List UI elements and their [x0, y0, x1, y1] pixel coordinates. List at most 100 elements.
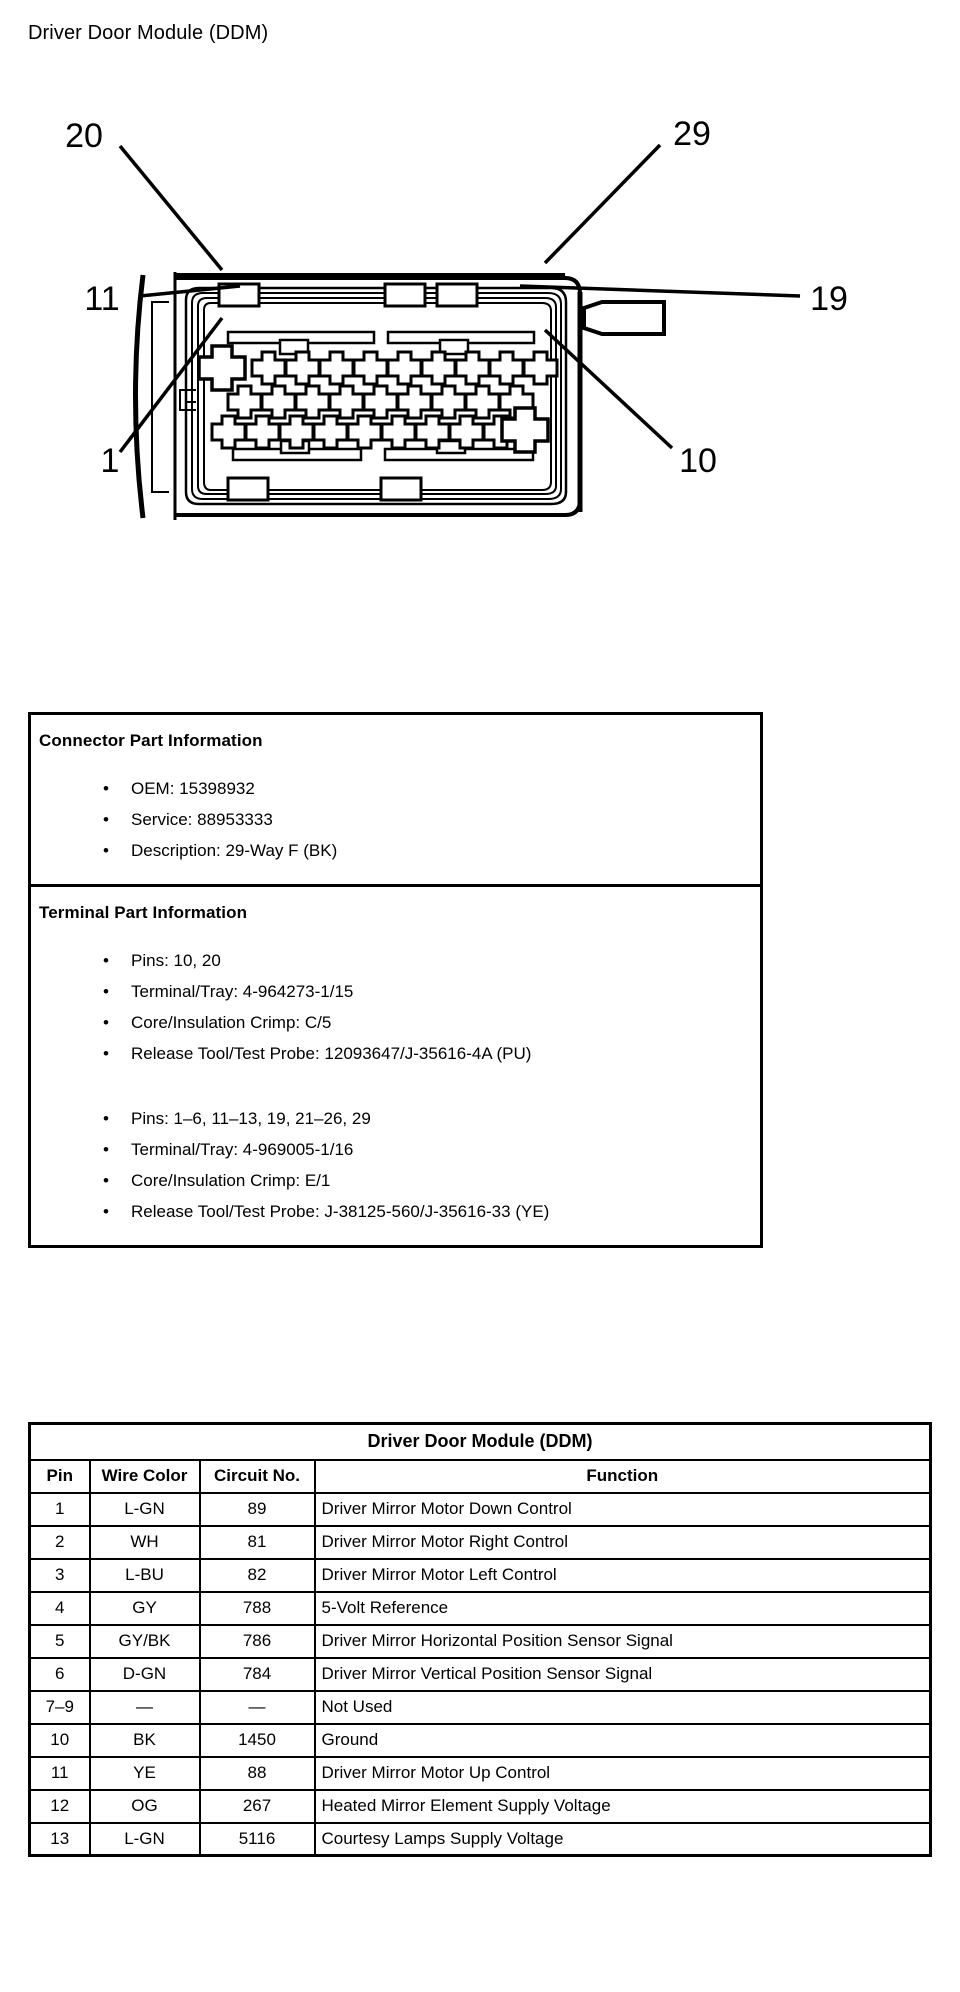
col-header-wire-color: Wire Color — [88, 1458, 201, 1494]
table-header-row: Pin Wire Color Circuit No. Function — [28, 1458, 932, 1494]
connector-part-information-list: • OEM: 15398932 • Service: 88953333 • De… — [31, 773, 760, 866]
table-row: 7–9 — — Not Used — [28, 1689, 932, 1725]
connector-oem: OEM: 15398932 — [131, 779, 255, 798]
cell-circuit-no: 88 — [198, 1755, 316, 1791]
cavity-pin-10 — [500, 406, 550, 454]
part-information-box: Connector Part Information • OEM: 153989… — [28, 712, 763, 1248]
cell-circuit-no: 786 — [198, 1623, 316, 1659]
list-item: • Terminal/Tray: 4-964273-1/15 — [31, 976, 760, 1007]
cell-function: Driver Mirror Motor Right Control — [313, 1524, 932, 1560]
callout-29: 29 — [673, 115, 711, 153]
cell-function: Not Used — [313, 1689, 932, 1725]
bullet-icon: • — [103, 1140, 109, 1159]
bullet-icon: • — [103, 779, 109, 798]
table-row: 3 L-BU 82 Driver Mirror Motor Left Contr… — [28, 1557, 932, 1593]
cell-pin: 6 — [28, 1656, 91, 1692]
callout-20: 20 — [65, 117, 103, 155]
top-locking-tabs — [217, 282, 479, 308]
list-item: • Description: 29-Way F (BK) — [31, 835, 760, 866]
cell-pin: 12 — [28, 1788, 91, 1824]
terminal-g1-release-tool: Release Tool/Test Probe: 12093647/J-3561… — [131, 1044, 532, 1063]
terminal-part-information-heading: Terminal Part Information — [39, 903, 248, 922]
col-header-pin: Pin — [28, 1458, 91, 1494]
callout-1: 1 — [101, 442, 120, 480]
list-item: • Terminal/Tray: 4-969005-1/16 — [31, 1134, 760, 1165]
cell-function: 5-Volt Reference — [313, 1590, 932, 1626]
cell-wire-color: — — [88, 1689, 201, 1725]
connector-part-information-heading: Connector Part Information — [39, 731, 263, 750]
connector-shell — [133, 272, 583, 520]
callout-leader-lines — [118, 143, 801, 454]
cell-function: Driver Mirror Vertical Position Sensor S… — [313, 1656, 932, 1692]
table-row: 5 GY/BK 786 Driver Mirror Horizontal Pos… — [28, 1623, 932, 1659]
bullet-icon: • — [103, 1171, 109, 1190]
cell-pin: 10 — [28, 1722, 91, 1758]
cell-function: Driver Mirror Motor Up Control — [313, 1755, 932, 1791]
cell-wire-color: L-GN — [88, 1491, 201, 1527]
connector-diagram-svg: 20 29 11 19 1 10 — [65, 115, 848, 520]
pin-table: Driver Door Module (DDM) Pin Wire Color … — [28, 1422, 932, 1857]
list-item: • OEM: 15398932 — [31, 773, 760, 804]
bullet-icon: • — [103, 982, 109, 1001]
latch-arm — [582, 300, 666, 336]
bullet-icon: • — [103, 1044, 109, 1063]
terminal-g1-pins: Pins: 10, 20 — [131, 951, 221, 970]
terminal-group-one-list: • Pins: 10, 20 • Terminal/Tray: 4-964273… — [31, 945, 760, 1069]
terminal-g2-tray: Terminal/Tray: 4-969005-1/16 — [131, 1140, 354, 1159]
cell-wire-color: L-GN — [88, 1821, 201, 1857]
bullet-icon: • — [103, 1202, 109, 1221]
list-item: • Release Tool/Test Probe: 12093647/J-35… — [31, 1038, 760, 1069]
cell-circuit-no: — — [198, 1689, 316, 1725]
cell-function: Driver Mirror Motor Left Control — [313, 1557, 932, 1593]
table-title-row: Driver Door Module (DDM) — [28, 1422, 932, 1461]
table-row: 6 D-GN 784 Driver Mirror Vertical Positi… — [28, 1656, 932, 1692]
callout-11: 11 — [84, 280, 119, 318]
cell-pin: 5 — [28, 1623, 91, 1659]
table-row: 13 L-GN 5116 Courtesy Lamps Supply Volta… — [28, 1821, 932, 1857]
cell-wire-color: OG — [88, 1788, 201, 1824]
table-row: 10 BK 1450 Ground — [28, 1722, 932, 1758]
list-item: • Release Tool/Test Probe: J-38125-560/J… — [31, 1196, 760, 1227]
list-item: • Service: 88953333 — [31, 804, 760, 835]
pin-table-container: Driver Door Module (DDM) Pin Wire Color … — [28, 1422, 932, 1857]
bottom-locking-tabs — [226, 476, 423, 502]
table-row: 11 YE 88 Driver Mirror Motor Up Control — [28, 1755, 932, 1791]
terminal-g2-crimp: Core/Insulation Crimp: E/1 — [131, 1171, 331, 1190]
terminal-group-two-list: • Pins: 1–6, 11–13, 19, 21–26, 29 • Term… — [31, 1103, 760, 1227]
cell-wire-color: L-BU — [88, 1557, 201, 1593]
cell-wire-color: GY/BK — [88, 1623, 201, 1659]
table-row: 1 L-GN 89 Driver Mirror Motor Down Contr… — [28, 1491, 932, 1527]
connector-description: Description: 29-Way F (BK) — [131, 841, 338, 860]
cell-circuit-no: 788 — [198, 1590, 316, 1626]
connector-diagram: 20 29 11 19 1 10 — [0, 100, 960, 610]
cell-circuit-no: 784 — [198, 1656, 316, 1692]
pin-table-body: 1 L-GN 89 Driver Mirror Motor Down Contr… — [28, 1491, 932, 1857]
terminal-g2-pins: Pins: 1–6, 11–13, 19, 21–26, 29 — [131, 1109, 371, 1128]
connector-part-information-section: Connector Part Information • OEM: 153989… — [31, 715, 760, 884]
list-item: • Core/Insulation Crimp: E/1 — [31, 1165, 760, 1196]
cell-wire-color: D-GN — [88, 1656, 201, 1692]
cell-circuit-no: 89 — [198, 1491, 316, 1527]
bullet-icon: • — [103, 951, 109, 970]
table-row: 12 OG 267 Heated Mirror Element Supply V… — [28, 1788, 932, 1824]
cell-wire-color: GY — [88, 1590, 201, 1626]
bullet-icon: • — [103, 841, 109, 860]
bullet-icon: • — [103, 810, 109, 829]
cell-function: Courtesy Lamps Supply Voltage — [313, 1821, 932, 1857]
connector-service: Service: 88953333 — [131, 810, 273, 829]
cell-pin: 3 — [28, 1557, 91, 1593]
cell-wire-color: BK — [88, 1722, 201, 1758]
list-item: • Core/Insulation Crimp: C/5 — [31, 1007, 760, 1038]
table-row: 2 WH 81 Driver Mirror Motor Right Contro… — [28, 1524, 932, 1560]
cell-circuit-no: 82 — [198, 1557, 316, 1593]
cell-function: Ground — [313, 1722, 932, 1758]
cavity-row-middle — [226, 384, 535, 420]
pin-table-title: Driver Door Module (DDM) — [28, 1422, 932, 1461]
col-header-circuit-no: Circuit No. — [198, 1458, 316, 1494]
cell-function: Heated Mirror Element Supply Voltage — [313, 1788, 932, 1824]
cell-circuit-no: 81 — [198, 1524, 316, 1560]
callout-19: 19 — [810, 280, 848, 318]
terminal-g1-tray: Terminal/Tray: 4-964273-1/15 — [131, 982, 354, 1001]
cell-pin: 1 — [28, 1491, 91, 1527]
callout-10: 10 — [679, 442, 717, 480]
